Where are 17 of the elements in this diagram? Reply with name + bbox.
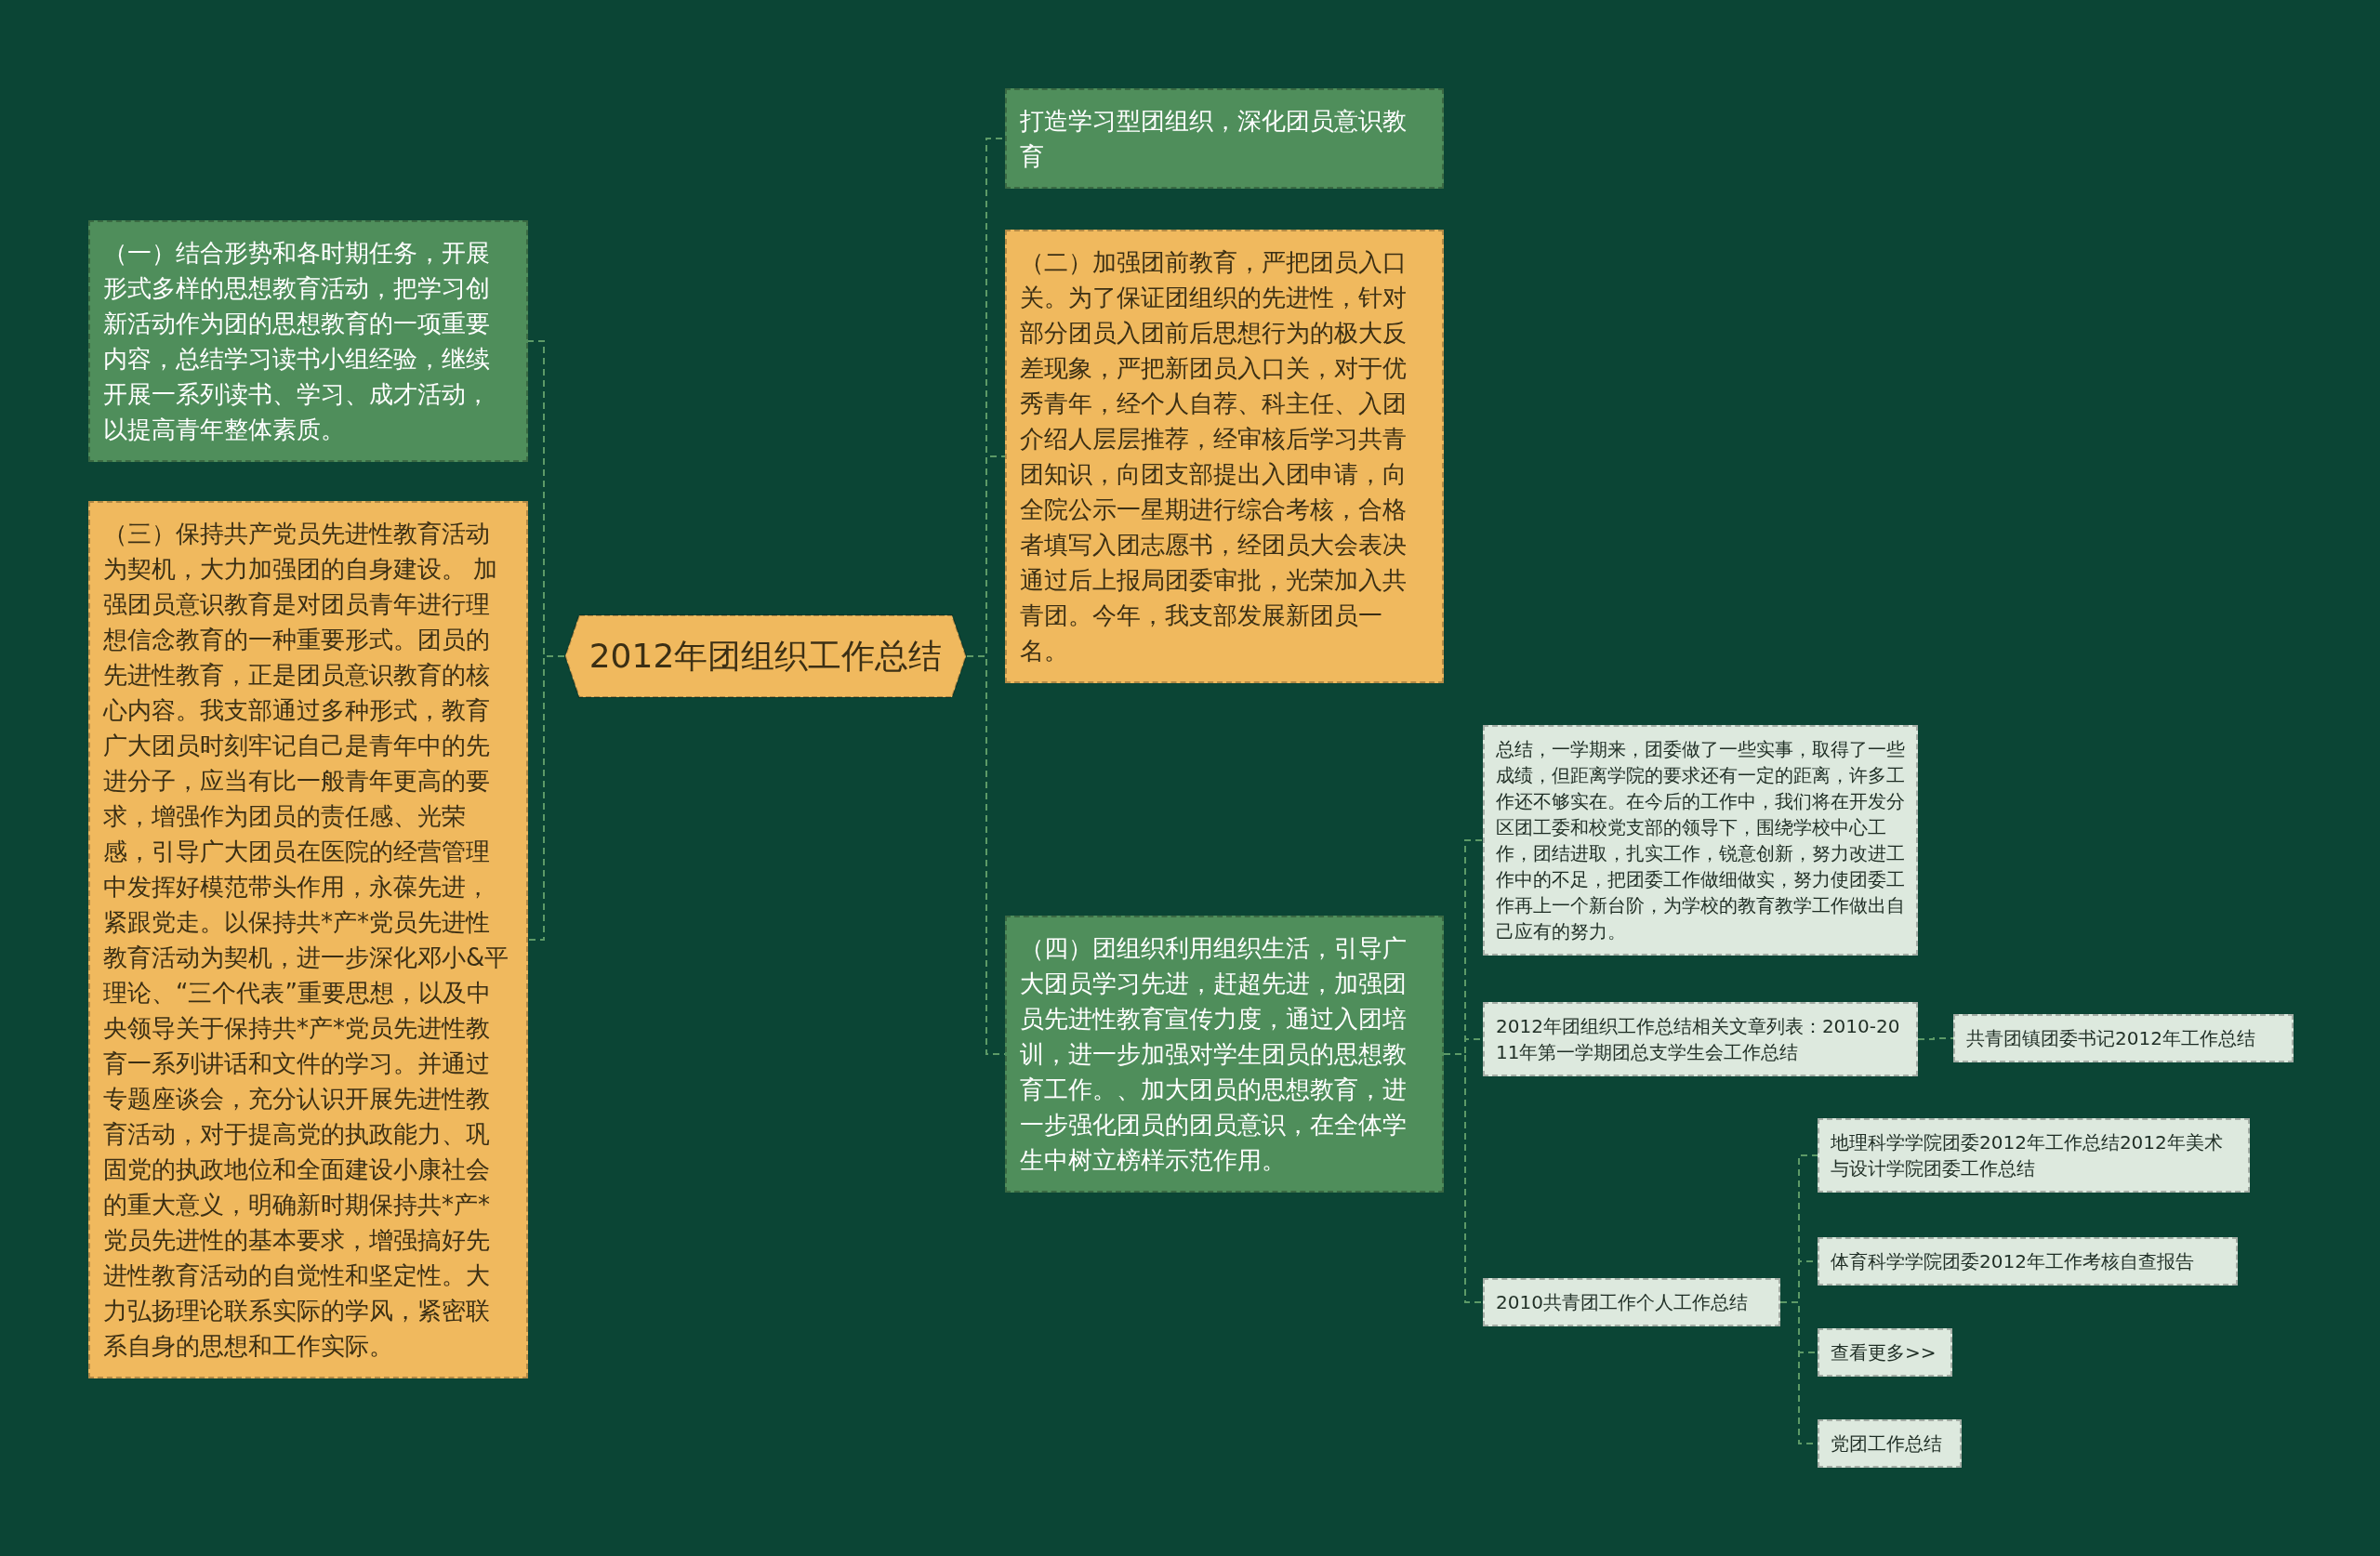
topic-box: 共青团镇团委书记2012年工作总结 bbox=[1953, 1014, 2294, 1062]
connector-line bbox=[1917, 1037, 1954, 1040]
topic-box: 地理科学学院团委2012年工作总结2012年美术与设计学院团委工作总结 bbox=[1818, 1118, 2250, 1193]
topic-box: 查看更多>> bbox=[1818, 1328, 1952, 1377]
connector-line bbox=[527, 655, 565, 941]
topic-box: 2012年团组织工作总结相关文章列表：2010-2011年第一学期团总支学生会工作总结 bbox=[1483, 1002, 1918, 1076]
connector-line bbox=[1443, 1053, 1484, 1303]
topic-box: （四）团组织利用组织生活，引导广大团员学习先进，赶超先进，加强团员先进性教育宣传力度，通过入团培训，进一步加强对学生团员的思想教育工作。、加大团员的思想教育，进一步强化团员的团员意识，在全体学生中树立榜样示范作用。 bbox=[1005, 916, 1444, 1193]
topic-box: （三）保持共产党员先进性教育活动为契机，大力加强团的自身建设。 加强团员意识教育是对团员青年进行理想信念教育的一种重要形式。团员的先进性教育，正是团员意识教育的核心内容。我支部通过多种形式，教育广大团员时刻牢记自己是青年中的先进分子，应当有比一般青年更高的要求，增强作为团员的责任感、光荣感，引导广大团员在医院的经营管理中发挥好模范带头作用，永葆先进，紧跟党走。以保持共*产*党员先进性教育活动为契机，进一步深化邓小&平理论、“三个代表”重要思想，以及中央领导关于保持共*产*党员先进性教育一系列讲话和文件的学习。并通过专题座谈会，充分认识开展先进性教育活动，对于提高党的执政能力、巩固党的执政地位和全面建设小康社会的重大意义，明确新时期保持共*产*党员先进性的基本要求，增强搞好先进性教育活动的自觉性和坚定性。大力弘扬理论联系实际的学风，紧密联系自身的思想和工作实际。 bbox=[88, 501, 528, 1378]
topic-box: 总结，一学期来，团委做了一些实事，取得了一些成绩，但距离学院的要求还有一定的距离，许多工作还不够实在。在今后的工作中，我们将在开发分区团工委和校党支部的领导下，围绕学校中心工作，团结进取，扎实工作，锐意创新，努力改进工作中的不足，把团委工作做细做实，努力使团委工作再上一个新台阶，为学校的教育教学工作做出自己应有的努力。 bbox=[1483, 725, 1918, 956]
central-topic-hexagon: 2012年团组织工作总结 bbox=[564, 614, 967, 698]
topic-box: （一）结合形势和各时期任务，开展形式多样的思想教育活动，把学习创新活动作为团的思想教育的一项重要内容，总结学习读书小组经验，继续开展一系列读书、学习、成才活动，以提高青年整体素质。 bbox=[88, 220, 528, 462]
topic-box: 党团工作总结 bbox=[1818, 1419, 1962, 1468]
topic-box: （二）加强团前教育，严把团员入口关。为了保证团组织的先进性，针对部分团员入团前后思想行为的极大反差现象，严把新团员入口关，对于优秀青年，经个人自荐、科主任、入团介绍人层层推荐，经审核后学习共青团知识，向团支部提出入团申请，向全院公示一星期进行综合考核，合格者填写入团志愿书，经团员大会表决通过后上报局团委审批，光荣加入共青团。今年，我支部发展新团员一名。 bbox=[1005, 230, 1444, 683]
topic-box: 打造学习型团组织，深化团员意识教育 bbox=[1005, 88, 1444, 189]
topic-box: 体育科学学院团委2012年工作考核自查报告 bbox=[1818, 1237, 2238, 1286]
topic-box: 2010共青团工作个人工作总结 bbox=[1483, 1278, 1780, 1326]
